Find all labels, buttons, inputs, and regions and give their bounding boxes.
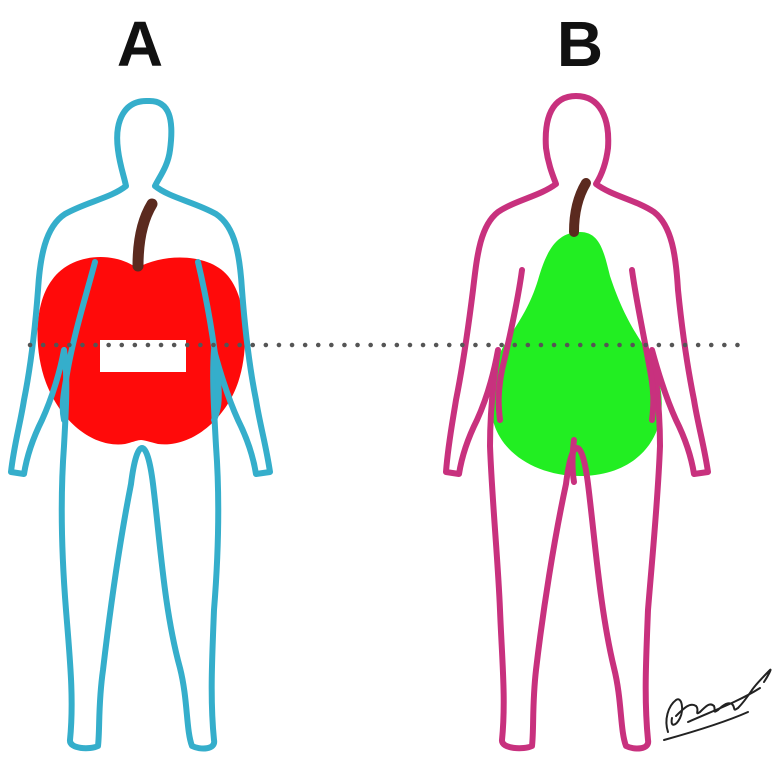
artist-signature xyxy=(664,670,771,740)
pear-stem xyxy=(574,183,586,232)
panel-b-label: B xyxy=(557,8,603,80)
figure-b-inner-thigh-line xyxy=(573,440,575,482)
panel-a-label: A xyxy=(117,8,163,80)
figure-a xyxy=(11,101,270,749)
figure-b xyxy=(446,96,708,748)
apple-stem xyxy=(138,204,152,266)
